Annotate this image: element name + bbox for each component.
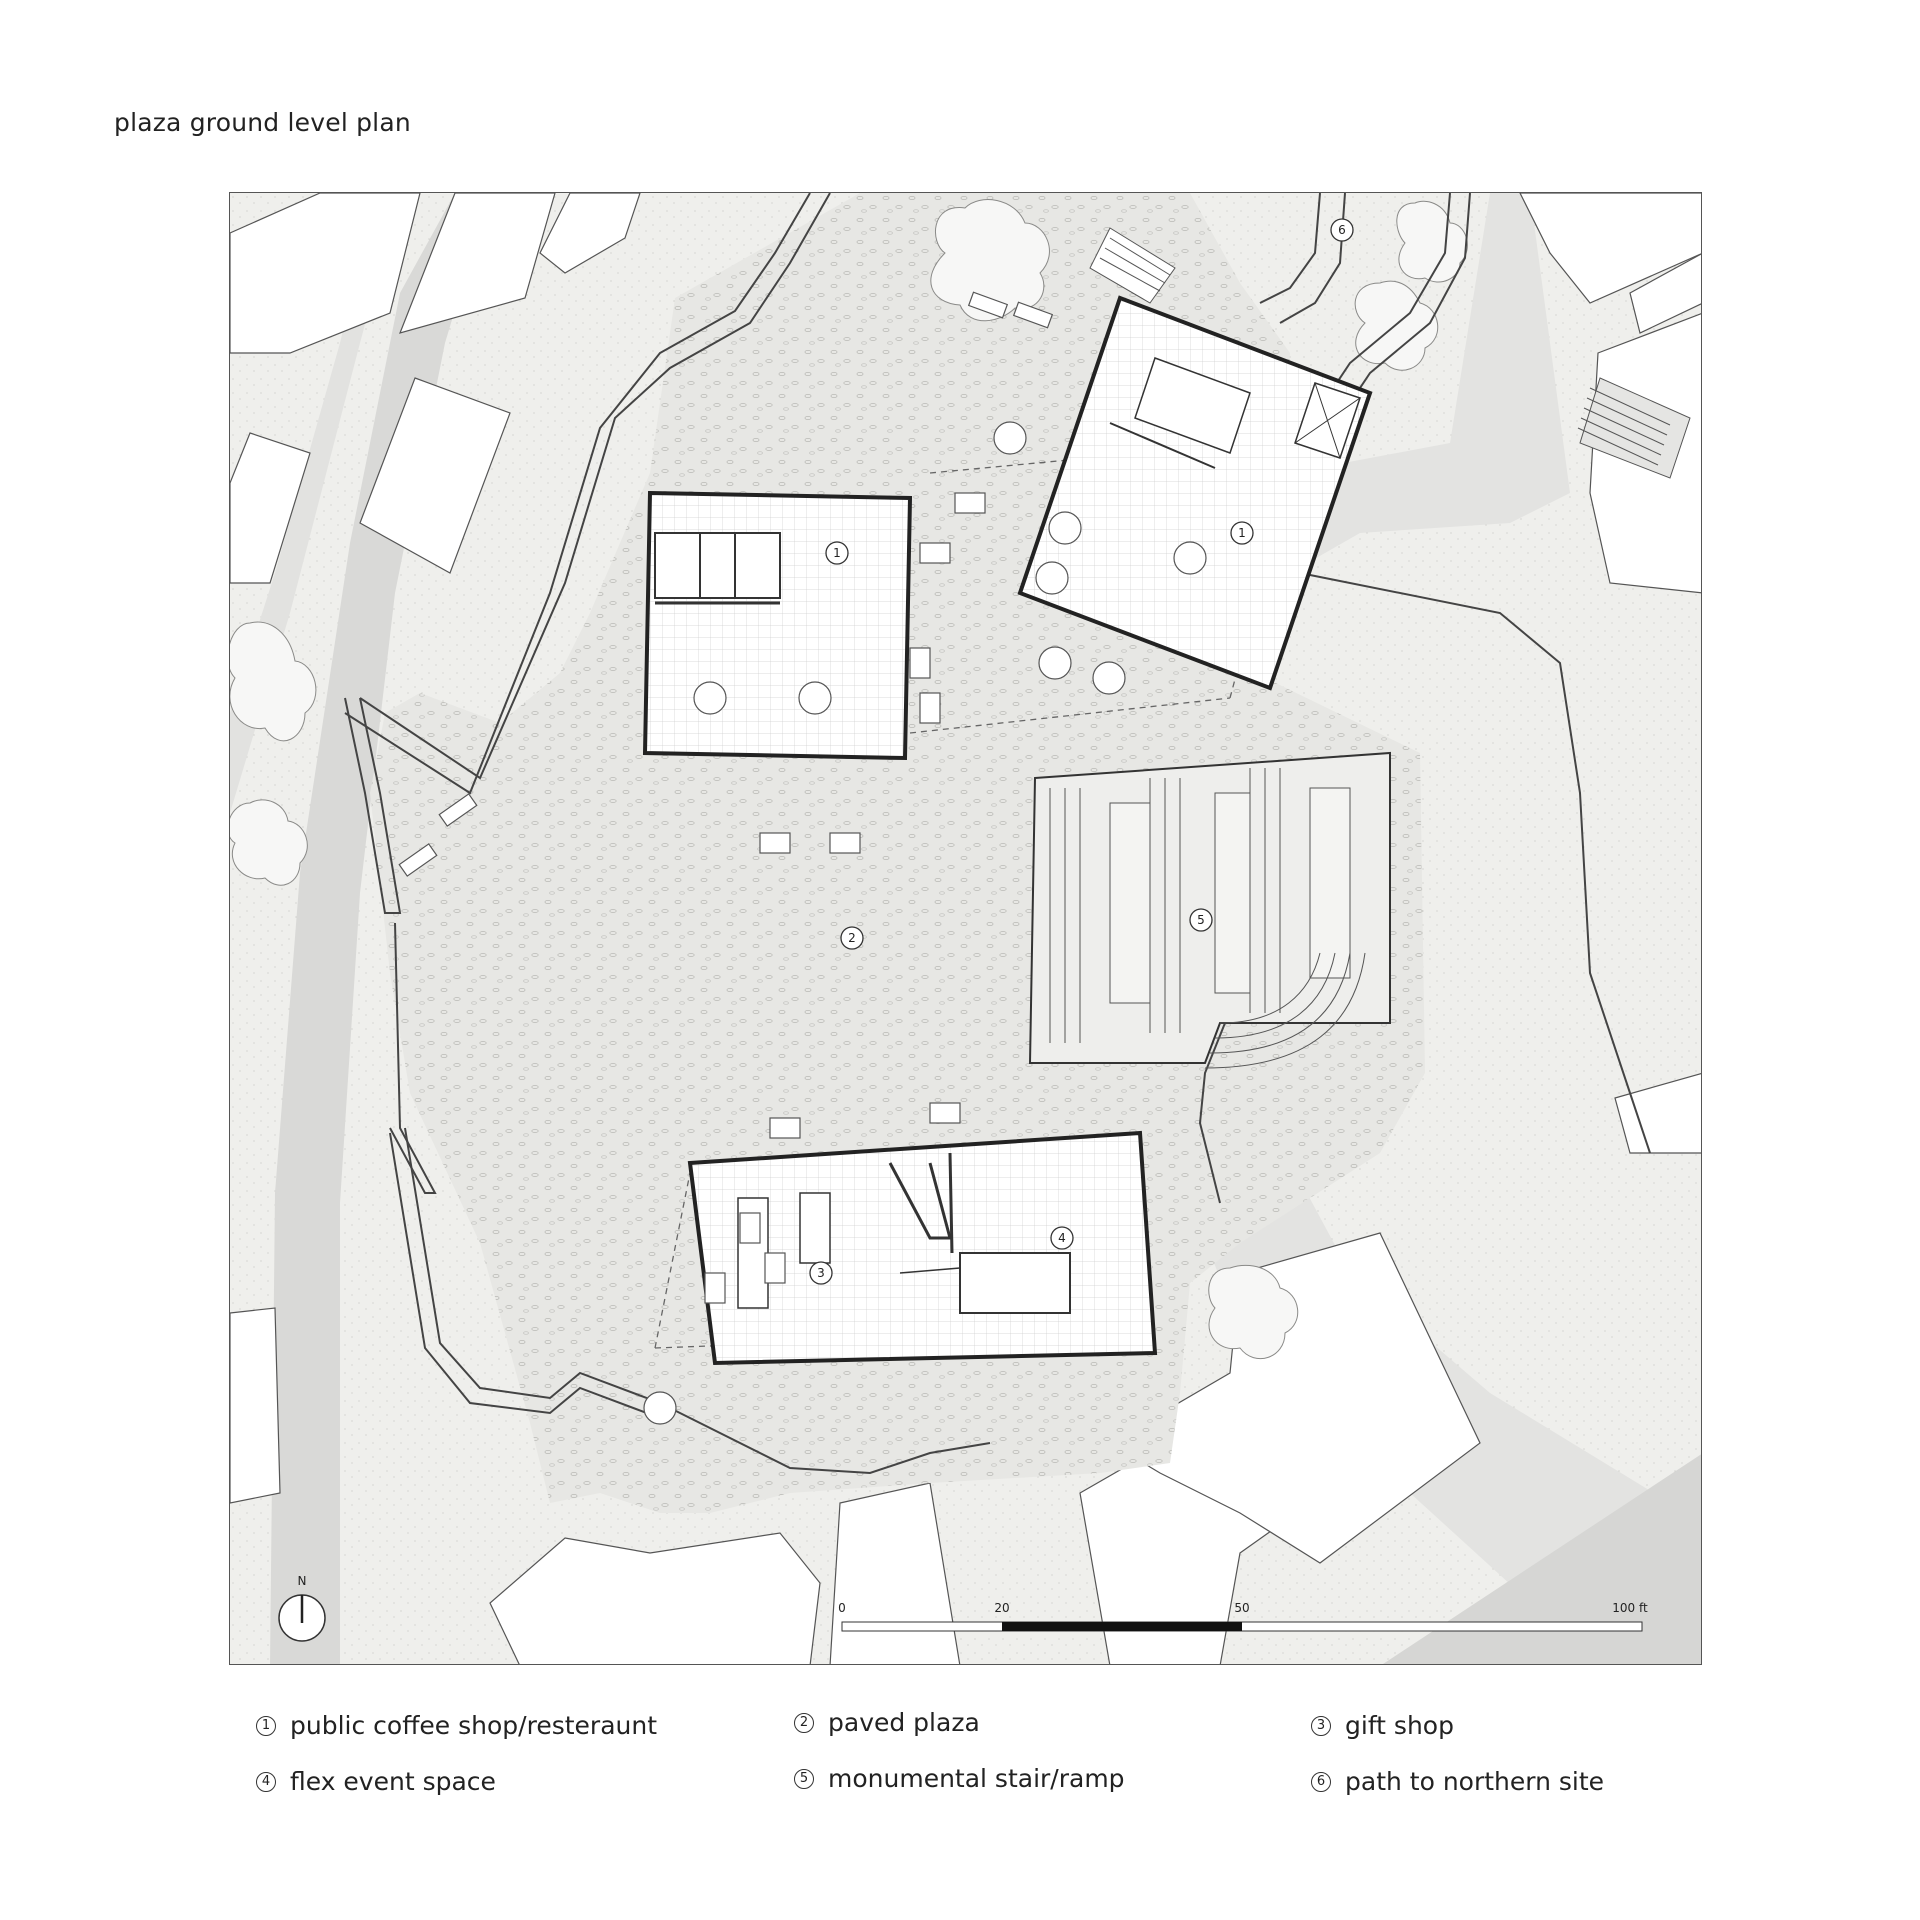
site-plan-frame: 1 1 2 3 4 5 6 bbox=[229, 192, 1702, 1665]
north-arrow: N bbox=[278, 1574, 326, 1642]
plan-label-flex-space: 4 bbox=[1050, 1226, 1074, 1250]
legend-num-1: 1 bbox=[256, 1715, 276, 1736]
legend-item-3: 3 gift shop bbox=[1311, 1711, 1454, 1740]
furniture bbox=[398, 291, 1207, 1425]
svg-text:4: 4 bbox=[1058, 1231, 1066, 1245]
plan-label-cafe-west: 1 bbox=[825, 541, 849, 565]
plaza-boundary-wall bbox=[344, 193, 1291, 1475]
scale-label-50: 50 bbox=[1234, 1601, 1249, 1615]
legend-text-2: paved plaza bbox=[828, 1708, 980, 1737]
svg-text:6: 6 bbox=[1338, 223, 1346, 237]
svg-text:5: 5 bbox=[1197, 913, 1205, 927]
plan-label-gift-shop: 3 bbox=[809, 1261, 833, 1285]
legend-text-5: monumental stair/ramp bbox=[828, 1764, 1125, 1793]
legend-num-6: 6 bbox=[1311, 1771, 1331, 1792]
svg-text:N: N bbox=[298, 1574, 307, 1588]
svg-text:2: 2 bbox=[848, 931, 856, 945]
scale-bar: 0 20 50 100 ft bbox=[838, 1601, 1648, 1632]
cafe-building-west bbox=[642, 490, 913, 761]
scale-label-0: 0 bbox=[838, 1601, 846, 1615]
legend-text-1: public coffee shop/resteraunt bbox=[290, 1711, 658, 1740]
scale-label-20: 20 bbox=[994, 1601, 1009, 1615]
west-road bbox=[270, 193, 490, 1664]
trees bbox=[230, 199, 1468, 1360]
legend-item-6: 6 path to northern site bbox=[1311, 1767, 1604, 1796]
legend-num-3: 3 bbox=[1311, 1715, 1331, 1736]
southeast-road bbox=[1383, 1454, 1701, 1664]
ne-canopy-hatch bbox=[1577, 377, 1691, 479]
cafe-building-east bbox=[1017, 295, 1373, 691]
plan-label-stair: 5 bbox=[1189, 908, 1213, 932]
svg-text:3: 3 bbox=[817, 1266, 825, 1280]
legend-text-4: flex event space bbox=[290, 1767, 496, 1796]
plan-label-cafe-east: 1 bbox=[1230, 521, 1254, 545]
legend-item-1: 1 public coffee shop/resteraunt bbox=[256, 1711, 657, 1740]
north-entry-stairs bbox=[1089, 227, 1176, 304]
plan-label-north-path: 6 bbox=[1330, 218, 1354, 242]
surrounding-buildings bbox=[230, 193, 1701, 1664]
legend-num-2: 2 bbox=[794, 1712, 814, 1733]
legend-num-5: 5 bbox=[794, 1768, 814, 1789]
legend-item-2: 2 paved plaza bbox=[794, 1708, 980, 1737]
svg-text:1: 1 bbox=[833, 546, 841, 560]
legend-text-6: path to northern site bbox=[1345, 1767, 1605, 1796]
legend-item-4: 4 flex event space bbox=[256, 1767, 496, 1796]
legend-num-4: 4 bbox=[256, 1771, 276, 1792]
legend-text-3: gift shop bbox=[1345, 1711, 1454, 1740]
plan-title: plaza ground level plan bbox=[114, 108, 411, 137]
svg-text:1: 1 bbox=[1238, 526, 1246, 540]
monumental-stair-ramp bbox=[1028, 751, 1391, 1069]
legend-item-5: 5 monumental stair/ramp bbox=[794, 1764, 1125, 1793]
plan-number-markers: 1 1 2 3 4 5 6 bbox=[809, 218, 1354, 1285]
gift-shop-flex-building bbox=[687, 1130, 1158, 1366]
scale-label-100: 100 ft bbox=[1612, 1601, 1648, 1615]
site-plan-drawing: 1 1 2 3 4 5 6 bbox=[230, 193, 1701, 1664]
plan-label-plaza: 2 bbox=[840, 926, 864, 950]
